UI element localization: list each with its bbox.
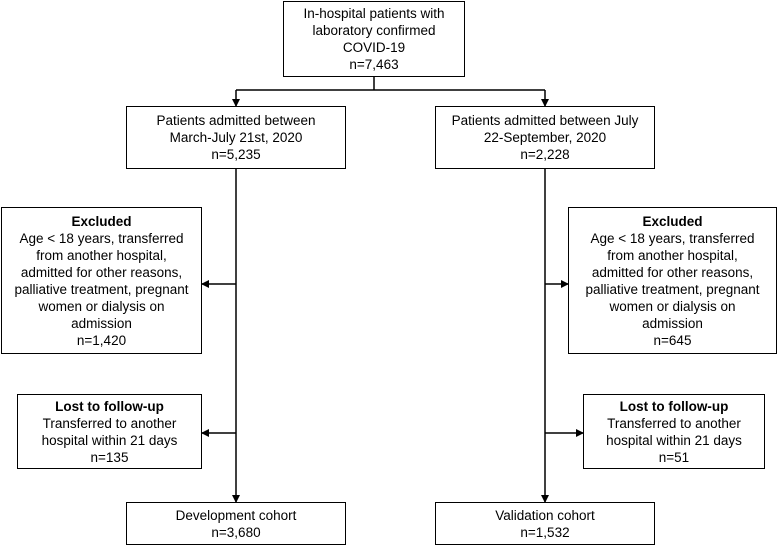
left-excluded-box: Excluded Age < 18 years, transferred fro…	[1, 207, 202, 354]
right-period-line: Patients admitted between July	[451, 113, 639, 128]
right-lost-box: Lost to follow-up Transferred to another…	[583, 394, 765, 469]
left-lost-count: n=135	[90, 449, 129, 465]
validation-cohort-box: Validation cohort n=1,532	[435, 502, 655, 545]
right-excluded-line: palliative treatment, pregnant	[585, 281, 760, 297]
total-patients-line: COVID-19	[342, 40, 406, 55]
right-excluded-line: Age < 18 years, transferred	[590, 230, 755, 246]
right-excluded-box: Excluded Age < 18 years, transferred fro…	[568, 207, 777, 354]
development-cohort-label: Development cohort	[175, 507, 297, 523]
right-period-line: 22-September, 2020	[483, 130, 607, 145]
validation-cohort-count: n=1,532	[520, 524, 570, 540]
left-period-box: Patients admitted between March-July 21s…	[126, 106, 346, 169]
left-excluded-line: admitted for other reasons,	[20, 264, 183, 280]
left-excluded-line: from another hospital,	[36, 247, 167, 263]
right-lost-heading: Lost to follow-up	[619, 398, 729, 414]
right-excluded-line: admission	[642, 315, 703, 331]
validation-cohort-label: Validation cohort	[495, 507, 595, 523]
left-excluded-line: women or dialysis on	[38, 298, 165, 314]
total-patients-count: n=7,463	[349, 57, 399, 72]
right-period-box: Patients admitted between July 22-Septem…	[435, 106, 655, 169]
left-lost-heading: Lost to follow-up	[55, 398, 164, 414]
right-excluded-line: women or dialysis on	[609, 298, 736, 314]
left-lost-box: Lost to follow-up Transferred to another…	[17, 394, 202, 469]
right-excluded-heading: Excluded	[642, 213, 703, 229]
total-patients-box: In-hospital patients with laboratory con…	[283, 1, 465, 77]
left-excluded-heading: Excluded	[71, 213, 132, 229]
right-period-count: n=2,228	[520, 147, 570, 162]
right-lost-line: hospital within 21 days	[606, 432, 742, 448]
development-cohort-box: Development cohort n=3,680	[126, 502, 346, 545]
left-lost-line: hospital within 21 days	[41, 432, 178, 448]
right-lost-line: Transferred to another	[607, 415, 741, 431]
left-excluded-line: palliative treatment, pregnant	[14, 281, 189, 297]
development-cohort-count: n=3,680	[211, 524, 261, 540]
left-period-line: March-July 21st, 2020	[169, 130, 303, 145]
left-excluded-line: Age < 18 years, transferred	[19, 230, 184, 246]
left-period-count: n=5,235	[211, 147, 261, 162]
right-excluded-count: n=645	[653, 332, 692, 348]
left-lost-line: Transferred to another	[42, 415, 177, 431]
right-excluded-line: from another hospital,	[607, 247, 738, 263]
total-patients-line: laboratory confirmed	[312, 23, 436, 38]
left-excluded-count: n=1,420	[76, 332, 127, 348]
right-excluded-line: admitted for other reasons,	[591, 264, 754, 280]
total-patients-line: In-hospital patients with	[303, 6, 445, 21]
left-excluded-line: admission	[71, 315, 132, 331]
right-lost-count: n=51	[658, 449, 690, 465]
left-period-line: Patients admitted between	[156, 113, 316, 128]
